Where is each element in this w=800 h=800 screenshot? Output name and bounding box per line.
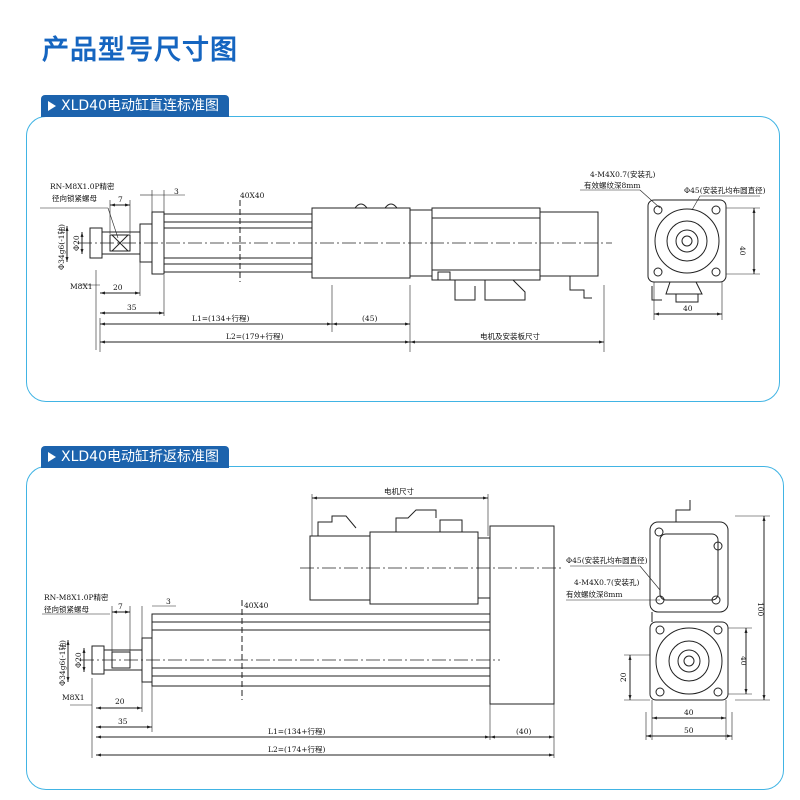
body-dia-label-b: Φ34g6(-1轴): [57, 640, 67, 686]
dim-l2-b: L2=(174+行程): [268, 744, 326, 754]
motor-size-label: 电机尺寸: [384, 486, 414, 496]
dim-35: 35: [127, 303, 137, 312]
dim-7-b: 7: [118, 602, 123, 611]
dim-40-h: 40: [739, 656, 748, 666]
dim-50: 50: [684, 726, 694, 735]
holes-note-b: 4-M4X0.7(安装孔): [574, 577, 639, 587]
tab-folded-label: XLD40电动缸折返标准图: [61, 449, 219, 465]
play-icon: [48, 101, 56, 111]
end-view-flange: [647, 199, 727, 283]
dim-40-w: 40: [684, 708, 694, 717]
pcd-label: Φ45(安装孔均布圆直径): [684, 185, 766, 195]
holes-note: 4-M4X0.7(安装孔): [590, 169, 655, 179]
dim-20-b: 20: [115, 697, 125, 706]
dim-3-b: 3: [166, 597, 171, 606]
rod-end-note-1: RN-M8X1.0P精密: [50, 181, 115, 191]
rod-end-note-1-b: RN-M8X1.0P精密: [44, 592, 109, 602]
dim-45: (45): [362, 314, 377, 323]
cylinder-body-2: [151, 613, 491, 687]
profile-label: 40X40: [240, 191, 265, 200]
dim-3: 3: [174, 187, 179, 196]
dim-l1-b: L1=(134+行程): [268, 726, 326, 736]
thread-label: M8X1: [70, 282, 93, 291]
dim-20-h: 20: [619, 672, 628, 682]
body-dia-label: Φ34g6(-1轴): [56, 224, 66, 270]
play-icon: [48, 452, 56, 462]
connector: [454, 279, 526, 301]
page-title: 产品型号尺寸图: [42, 35, 238, 66]
fold-gearbox: [489, 525, 555, 705]
dim-l1: L1=(134+行程): [192, 313, 250, 323]
dim-20: 20: [113, 283, 123, 292]
end-height-40: 40: [738, 246, 747, 256]
rod-dia-label-b: Φ20: [74, 652, 83, 668]
end-width-40: 40: [683, 304, 693, 313]
motor-dims-label: 电机及安装板尺寸: [480, 331, 540, 341]
pcd-label-b: Φ45(安装孔均布圆直径): [566, 555, 648, 565]
holes-depth: 有效螺纹深8mm: [584, 180, 641, 190]
dim-7: 7: [118, 195, 123, 204]
folded-drawing: [42, 494, 770, 758]
dim-100: 100: [756, 602, 765, 617]
rod-end-note-2: 径向锁紧螺母: [52, 193, 97, 203]
dim-40-b: (40): [516, 727, 531, 736]
holes-depth-b: 有效螺纹深8mm: [566, 589, 623, 599]
dim-35-b: 35: [118, 717, 128, 726]
rod-end-note-2-b: 径向锁紧螺母: [44, 604, 89, 614]
direct-drawing: [40, 189, 760, 352]
profile-label-b: 40X40: [244, 601, 269, 610]
tab-folded: XLD40电动缸折返标准图: [41, 446, 229, 468]
dim-l2: L2=(179+行程): [226, 331, 284, 341]
tab-direct: XLD40电动缸直连标准图: [41, 95, 229, 117]
motor-body: [431, 207, 541, 281]
tab-direct-label: XLD40电动缸直连标准图: [61, 98, 219, 114]
motor-rear: [539, 211, 599, 277]
end-view-top: [649, 521, 729, 613]
rod-dia-label: Φ20: [72, 235, 81, 251]
end-view-bottom: [649, 621, 729, 701]
thread-label-b: M8X1: [62, 693, 85, 702]
